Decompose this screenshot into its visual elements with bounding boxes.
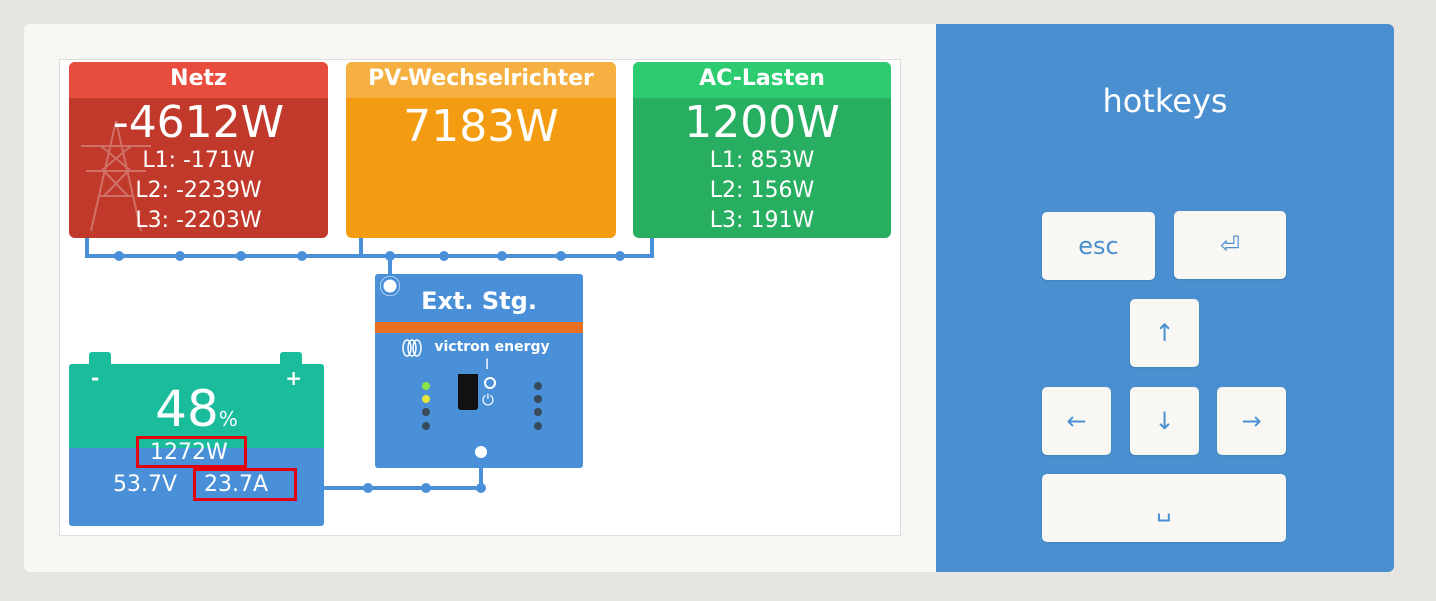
ac-power: 1200W — [684, 97, 840, 148]
ac-bus-line — [85, 224, 654, 258]
switch-circle-icon — [484, 377, 496, 389]
up-arrow-key-button[interactable]: ↑ — [1130, 299, 1199, 367]
battery-soc: 48% — [69, 382, 324, 446]
power-pylon-icon — [81, 120, 151, 232]
overview-screen[interactable]: Netz -4612W L1: -171W L2: -2239W L3: -22… — [59, 59, 901, 536]
grid-l3: L3: -2203W — [135, 208, 262, 233]
esc-key-button[interactable]: esc — [1042, 212, 1155, 280]
inverter-title: Ext. Stg. — [421, 287, 537, 315]
grid-l2: L2: -2239W — [135, 178, 262, 203]
left-arrow-key-button[interactable]: ← — [1042, 387, 1111, 455]
led-off-icon — [422, 408, 430, 416]
flow-dot — [556, 251, 566, 261]
led-off-icon — [534, 382, 542, 390]
space-key-button[interactable]: ␣ — [1042, 474, 1286, 542]
battery-current-highlight — [193, 468, 297, 501]
flow-dot — [297, 251, 307, 261]
power-symbol-icon: ⏻ — [482, 391, 494, 409]
battery-power: 1272W — [150, 440, 228, 465]
ac-l1: L1: 853W — [709, 148, 815, 173]
flow-dot — [476, 483, 486, 493]
led-off-icon — [534, 408, 542, 416]
ac-title: AC-Lasten — [633, 62, 891, 98]
flow-dot — [236, 251, 246, 261]
inverter-tile: Ext. Stg. victron energy I ⏻ — [375, 274, 583, 468]
battery-terminal-plus — [280, 352, 302, 364]
hotkeys-title: hotkeys — [1102, 82, 1228, 120]
flow-dot — [363, 483, 373, 493]
led-yellow-icon — [422, 395, 430, 403]
inverter-connector — [471, 442, 491, 462]
flow-dot — [439, 251, 449, 261]
grid-power: -4612W — [112, 97, 285, 148]
flow-dot — [421, 483, 431, 493]
battery-minus-label: - — [91, 366, 100, 390]
hotkeys-panel: hotkeys esc ⏎ ↑ ← ↓ → ␣ — [936, 24, 1394, 572]
battery-soc-unit: % — [218, 407, 238, 431]
flow-dot — [114, 251, 124, 261]
battery-terminal-minus — [89, 352, 111, 364]
flow-dot — [385, 251, 395, 261]
battery-plus-label: + — [285, 366, 302, 390]
led-green-icon — [422, 382, 430, 390]
flow-dot — [615, 251, 625, 261]
grid-tile: Netz -4612W L1: -171W L2: -2239W L3: -22… — [69, 62, 328, 238]
inverter-accent-bar — [375, 322, 583, 333]
pv-inverter-tile: PV-Wechselrichter 7183W — [346, 62, 616, 238]
power-switch-icon — [458, 374, 478, 410]
down-arrow-key-button[interactable]: ↓ — [1130, 387, 1199, 455]
pv-power: 7183W — [403, 101, 559, 152]
inverter-front-panel — [422, 374, 542, 430]
flow-dot — [497, 251, 507, 261]
battery-current: 23.7A — [204, 472, 269, 497]
led-off-icon — [534, 422, 542, 430]
battery-soc-value: 48 — [155, 380, 219, 438]
led-off-icon — [534, 395, 542, 403]
switch-on-label: I — [485, 357, 490, 373]
battery-voltage: 53.7V — [113, 472, 178, 497]
brand-label: victron energy — [434, 339, 550, 355]
inverter-top-connector — [380, 276, 400, 296]
ac-loads-tile: AC-Lasten 1200W L1: 853W L2: 156W L3: 19… — [633, 62, 891, 238]
flow-dot — [175, 251, 185, 261]
ac-l3: L3: 191W — [709, 208, 815, 233]
ac-l2: L2: 156W — [709, 178, 815, 203]
victron-logo-icon — [402, 339, 422, 357]
enter-key-button[interactable]: ⏎ — [1174, 211, 1286, 279]
grid-title: Netz — [69, 62, 328, 98]
pv-title: PV-Wechselrichter — [346, 62, 616, 98]
grid-l1: L1: -171W — [142, 148, 255, 173]
led-off-icon — [422, 422, 430, 430]
remote-console-card: Netz -4612W L1: -171W L2: -2239W L3: -22… — [24, 24, 1394, 572]
battery-charge-area: - + 48% — [69, 364, 324, 448]
battery-power-highlight — [136, 436, 247, 468]
right-arrow-key-button[interactable]: → — [1217, 387, 1286, 455]
